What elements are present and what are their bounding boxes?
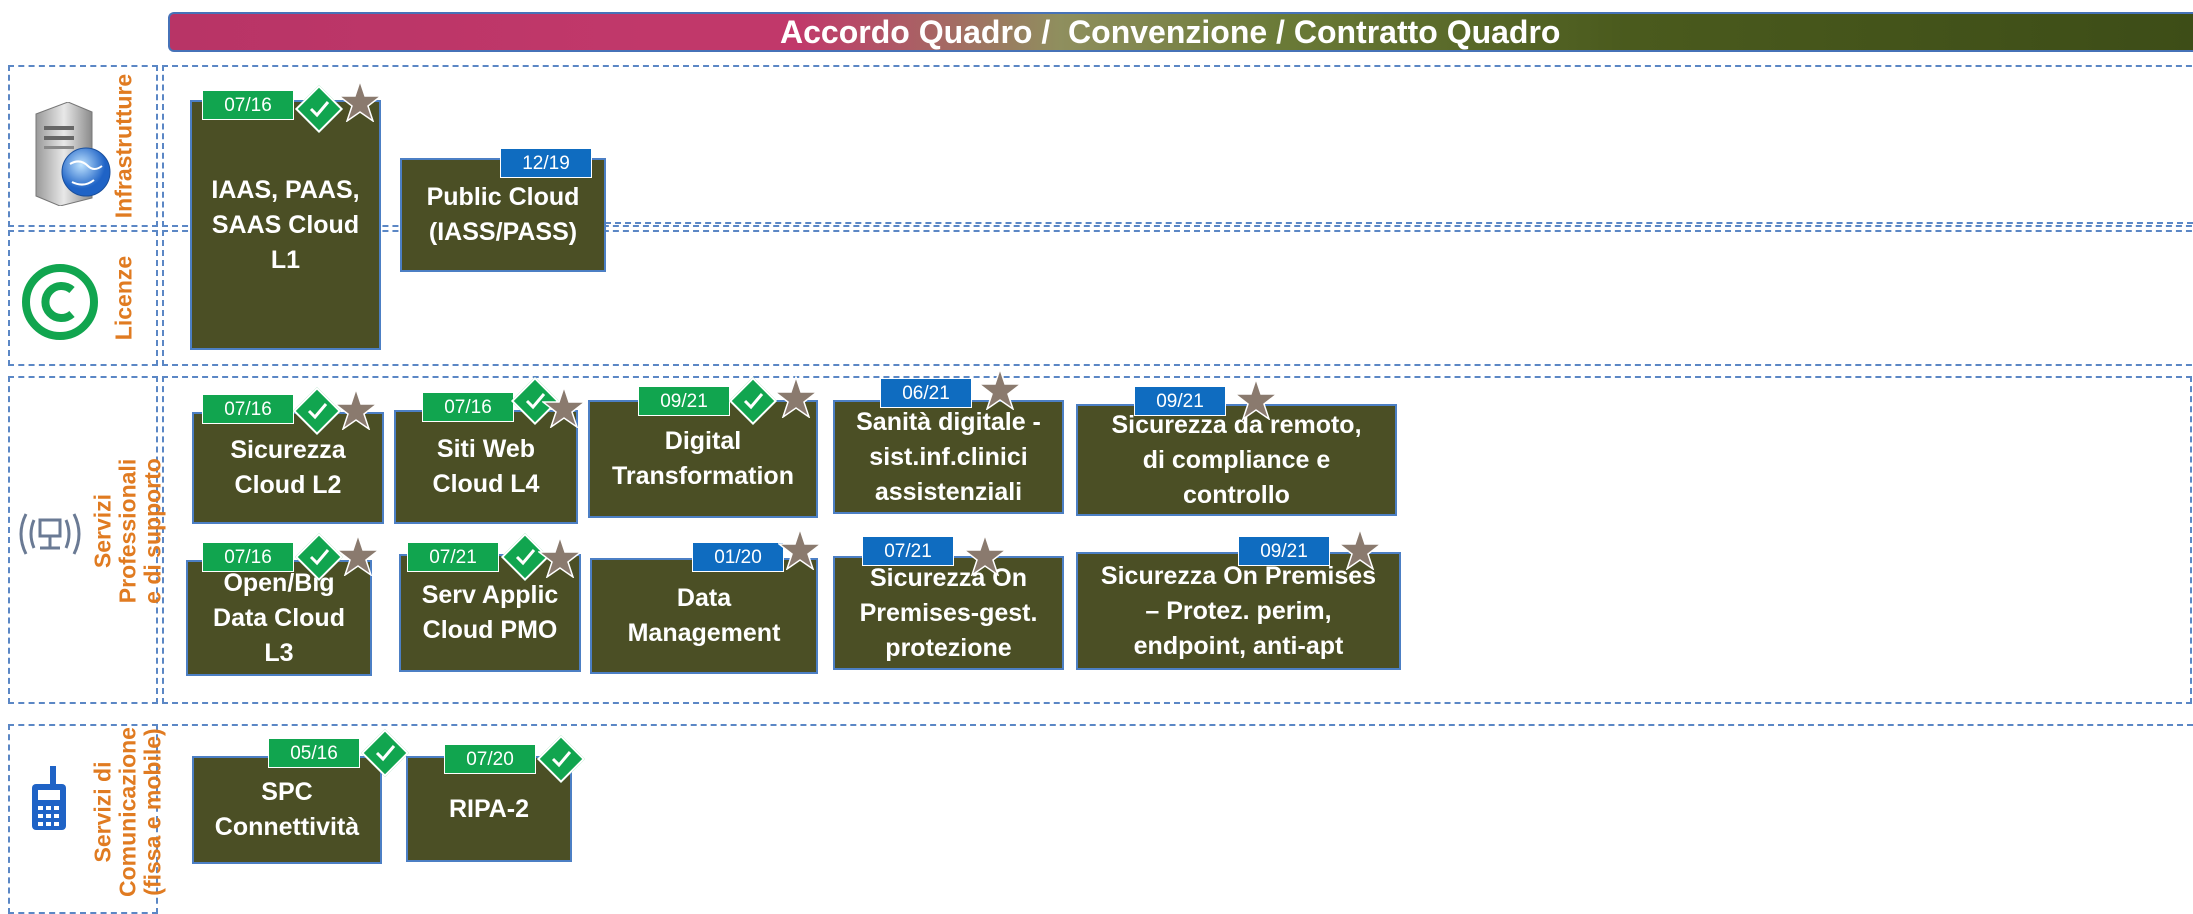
date-tag-ripa-2: 07/20	[444, 744, 536, 774]
section-label-licenze: Licenze	[110, 255, 137, 341]
contract-box-sicurezza-l2[interactable]: Sicurezza Cloud L2	[192, 412, 384, 524]
date-tag-data-management: 01/20	[692, 542, 784, 572]
banner-title: Accordo Quadro / Convenzione / Contratto…	[780, 14, 1561, 50]
contract-box-open-big-data[interactable]: Open/Big Data Cloud L3	[186, 560, 372, 676]
date-tag-open-big-data: 07/16	[202, 542, 294, 572]
contract-box-spc-connettivita[interactable]: SPC Connettività	[192, 756, 382, 864]
check-icon	[294, 532, 344, 582]
date-tag-sicurezza-on-prem-gest: 07/21	[862, 536, 954, 566]
star-icon	[778, 528, 822, 570]
check-icon	[536, 734, 586, 784]
section-label-servizi-professionali: Servizi Professionali e di supporto	[89, 458, 166, 604]
section-infrastrutture-icon-cell	[8, 65, 158, 227]
check-icon	[728, 376, 778, 426]
section-divider	[605, 222, 2193, 224]
date-tag-digital-transformation: 09/21	[638, 386, 730, 416]
star-icon	[1338, 528, 1382, 570]
star-icon	[336, 534, 380, 576]
copyright-icon	[22, 264, 98, 340]
telephone-icon	[32, 766, 66, 830]
date-tag-sicurezza-l2: 07/16	[202, 394, 294, 424]
date-tag-public-cloud: 12/19	[500, 148, 592, 178]
server-globe-icon	[35, 102, 111, 206]
date-tag-spc-connettivita: 05/16	[268, 738, 360, 768]
banner: Accordo Quadro / Convenzione / Contratto…	[168, 12, 2193, 52]
contract-box-iaas[interactable]: IAAS, PAAS, SAAS Cloud L1	[190, 100, 381, 350]
date-tag-iaas: 07/16	[202, 90, 294, 120]
star-icon	[538, 536, 582, 578]
section-label-infrastrutture: Infrastrutture	[110, 73, 137, 219]
section-infrastrutture-frame	[162, 65, 2193, 227]
check-icon	[500, 532, 550, 582]
star-icon	[1234, 378, 1278, 420]
star-icon	[978, 368, 1022, 410]
date-tag-sicurezza-on-prem-perim: 09/21	[1238, 536, 1330, 566]
date-tag-sanita-digitale: 06/21	[880, 378, 972, 408]
check-icon	[294, 84, 344, 134]
section-servizi-professionali-frame	[162, 376, 2192, 704]
star-icon	[774, 376, 818, 418]
date-tag-sicurezza-remoto: 09/21	[1134, 386, 1226, 416]
section-licenze-frame	[162, 230, 2193, 366]
check-icon	[510, 376, 560, 426]
contract-box-data-management[interactable]: Data Management	[590, 558, 818, 674]
section-label-servizi-comunicazione: Servizi di Comunicazione (fissa e mobile…	[89, 727, 166, 897]
star-icon	[963, 534, 1007, 576]
section-servizi-professionali-icon-cell	[8, 376, 158, 704]
contract-box-sicurezza-remoto[interactable]: Sicurezza da remoto, di compliance e con…	[1076, 404, 1397, 516]
star-icon	[334, 388, 378, 430]
contract-box-sanita-digitale[interactable]: Sanità digitale - sist.inf.clinici assis…	[833, 400, 1064, 514]
contract-box-siti-web[interactable]: Siti Web Cloud L4	[394, 410, 578, 524]
section-divider	[162, 724, 2193, 726]
check-icon	[292, 386, 342, 436]
section-licenze-icon-cell	[8, 230, 158, 366]
star-icon	[542, 386, 586, 428]
contract-box-public-cloud[interactable]: Public Cloud (IASS/PASS)	[400, 158, 606, 272]
check-icon	[360, 728, 410, 778]
date-tag-siti-web: 07/16	[422, 392, 514, 422]
contract-box-digital-transformation[interactable]: Digital Transformation	[588, 400, 818, 518]
date-tag-serv-applic: 07/21	[407, 542, 499, 572]
network-antenna-icon	[19, 513, 81, 555]
star-icon	[338, 80, 382, 122]
contract-box-sicurezza-on-prem-gest[interactable]: Sicurezza On Premises-gest. protezione	[833, 556, 1064, 670]
